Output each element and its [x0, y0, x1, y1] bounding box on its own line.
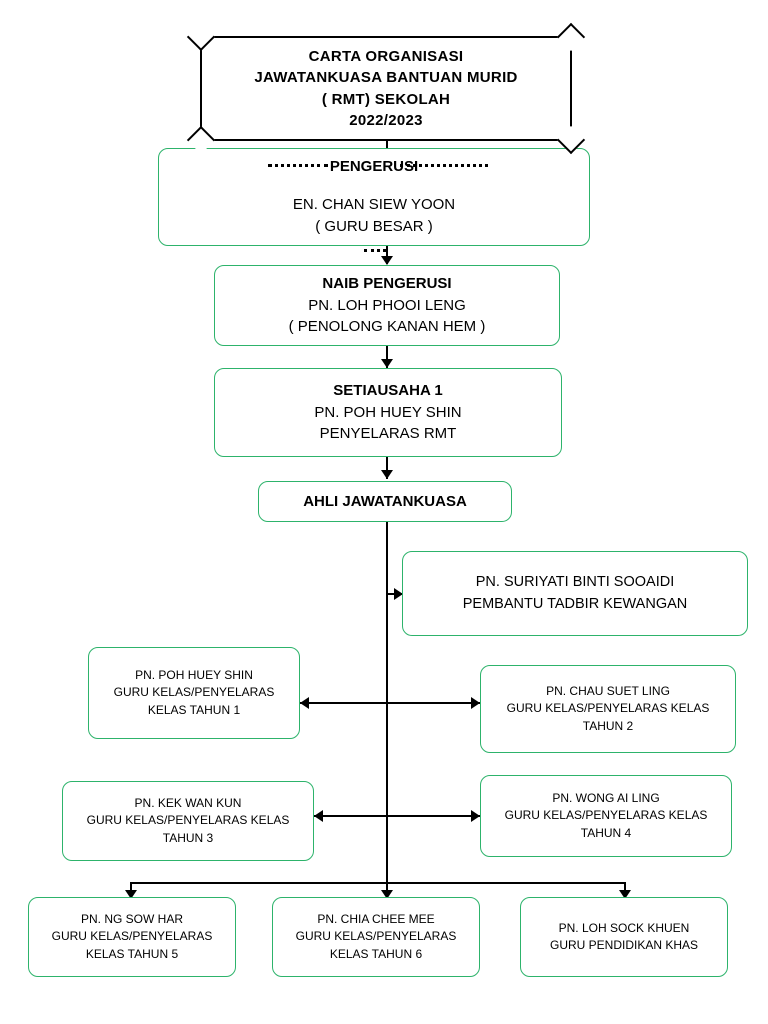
- pembantu-tadbir-name: PN. SURIYATI BINTI SOOAIDI: [475, 574, 675, 591]
- node-guru-tahun-2[interactable]: PN. CHAU SUET LING GURU KELAS/PENYELARAS…: [480, 665, 736, 753]
- node-guru-tahun-4[interactable]: PN. WONG AI LING GURU KELAS/PENYELARAS K…: [480, 775, 732, 857]
- title-line-1: CARTA ORGANISASI: [308, 47, 464, 65]
- tahun4-name: PN. WONG AI LING: [552, 790, 660, 805]
- tahun3-name: PN. KEK WAN KUN: [134, 795, 242, 810]
- node-guru-tahun-6[interactable]: PN. CHIA CHEE MEE GURU KELAS/PENYELARAS …: [272, 897, 480, 977]
- pengerusi-position: ( GURU BESAR ): [315, 217, 433, 235]
- tahun4-position-line-2: TAHUN 4: [580, 825, 632, 840]
- title-line-3: ( RMT) SEKOLAH: [321, 90, 451, 108]
- arrow-to-pendidikan-khas: [619, 890, 631, 899]
- node-ahli-jawatankuasa[interactable]: AHLI JAWATANKUASA: [258, 481, 512, 522]
- dotted-decoration-right: [400, 164, 488, 167]
- node-naib-pengerusi[interactable]: NAIB PENGERUSI PN. LOH PHOOI LENG ( PENO…: [214, 265, 560, 346]
- arrow-to-tahun6: [381, 890, 393, 899]
- ahli-jawatankuasa-role: AHLI JAWATANKUASA: [303, 492, 467, 510]
- arrow-to-tahun5: [125, 890, 137, 899]
- naib-pengerusi-name: PN. LOH PHOOI LENG: [308, 296, 466, 314]
- title-line-2: JAWATANKUASA BANTUAN MURID: [254, 69, 518, 87]
- tahun2-position-line-1: GURU KELAS/PENYELARAS KELAS: [506, 701, 710, 716]
- tahun3-position-line-1: GURU KELAS/PENYELARAS KELAS: [86, 813, 290, 828]
- tahun5-name: PN. NG SOW HAR: [80, 911, 183, 926]
- connector-bottom-bus: [130, 882, 626, 884]
- node-pengerusi[interactable]: PENGERUSI EN. CHAN SIEW YOON ( GURU BESA…: [158, 148, 590, 246]
- tahun5-position-line-1: GURU KELAS/PENYELARAS: [51, 929, 213, 944]
- title-line-4: 2022/2023: [349, 111, 423, 129]
- pengerusi-role: PENGERUSI: [329, 158, 419, 176]
- pengerusi-name: EN. CHAN SIEW YOON: [292, 196, 456, 214]
- node-setiausaha[interactable]: SETIAUSAHA 1 PN. POH HUEY SHIN PENYELARA…: [214, 368, 562, 457]
- connector-naib-to-setiausaha: [386, 346, 388, 368]
- connector-pengerusi-to-naib: [386, 246, 388, 264]
- dotted-decoration-left: [268, 164, 328, 167]
- tahun2-position-line-2: TAHUN 2: [582, 718, 634, 733]
- setiausaha-name: PN. POH HUEY SHIN: [314, 403, 462, 421]
- arrow-setiausaha-to-ahli: [381, 470, 393, 479]
- tahun1-position-line-1: GURU KELAS/PENYELARAS: [113, 685, 275, 700]
- naib-pengerusi-role: NAIB PENGERUSI: [322, 274, 452, 292]
- pembantu-tadbir-position: PEMBANTU TADBIR KEWANGAN: [462, 595, 688, 612]
- arrow-pengerusi-to-naib: [381, 256, 393, 265]
- tahun1-name: PN. POH HUEY SHIN: [135, 667, 253, 682]
- node-guru-pendidikan-khas[interactable]: PN. LOH SOCK KHUEN GURU PENDIDIKAN KHAS: [520, 897, 728, 977]
- dotted-decoration-bottom: [364, 249, 386, 252]
- tahun1-position-line-2: KELAS TAHUN 1: [147, 702, 241, 717]
- connector-setiausaha-to-ahli: [386, 457, 388, 479]
- arrow-naib-to-setiausaha: [381, 359, 393, 368]
- connector-row-tahun1-tahun2: [300, 702, 480, 704]
- arrow-to-tahun4: [471, 810, 480, 822]
- pendidikan-khas-position: GURU PENDIDIKAN KHAS: [549, 938, 699, 952]
- setiausaha-role: SETIAUSAHA 1: [333, 381, 443, 399]
- spine-dot: [386, 535, 388, 537]
- tahun3-position-line-2: TAHUN 3: [162, 830, 214, 845]
- naib-pengerusi-position: ( PENOLONG KANAN HEM ): [288, 318, 486, 336]
- connector-main-spine: [386, 522, 388, 910]
- setiausaha-position: PENYELARAS RMT: [319, 425, 457, 443]
- node-guru-tahun-5[interactable]: PN. NG SOW HAR GURU KELAS/PENYELARAS KEL…: [28, 897, 236, 977]
- arrow-spine-to-pembantu: [394, 588, 403, 600]
- arrow-to-tahun3: [314, 810, 323, 822]
- pendidikan-khas-name: PN. LOH SOCK KHUEN: [558, 920, 690, 935]
- connector-row-tahun3-tahun4: [314, 815, 480, 817]
- banner-notch-top-right: [556, 22, 586, 52]
- tahun6-position-line-2: KELAS TAHUN 6: [329, 946, 423, 961]
- tahun6-name: PN. CHIA CHEE MEE: [317, 911, 435, 926]
- tahun4-position-line-1: GURU KELAS/PENYELARAS KELAS: [504, 808, 708, 823]
- tahun5-position-line-2: KELAS TAHUN 5: [85, 946, 179, 961]
- arrow-to-tahun1: [300, 697, 309, 709]
- node-guru-tahun-3[interactable]: PN. KEK WAN KUN GURU KELAS/PENYELARAS KE…: [62, 781, 314, 861]
- node-pembantu-tadbir[interactable]: PN. SURIYATI BINTI SOOAIDI PEMBANTU TADB…: [402, 551, 748, 636]
- chart-title-banner: CARTA ORGANISASI JAWATANKUASA BANTUAN MU…: [186, 22, 586, 155]
- arrow-to-tahun2: [471, 697, 480, 709]
- node-guru-tahun-1[interactable]: PN. POH HUEY SHIN GURU KELAS/PENYELARAS …: [88, 647, 300, 739]
- tahun2-name: PN. CHAU SUET LING: [546, 683, 670, 698]
- tahun6-position-line-1: GURU KELAS/PENYELARAS: [295, 929, 457, 944]
